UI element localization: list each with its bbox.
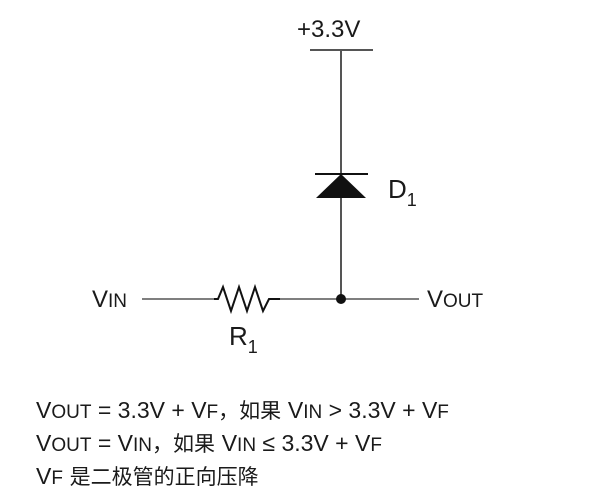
diode-label-sub: 1: [406, 190, 417, 210]
diode-label: D1: [388, 174, 417, 209]
eq1-vf-main: V: [191, 397, 207, 423]
eq2-vin-main: V: [117, 430, 134, 456]
eq1-vout-main: V: [36, 397, 52, 423]
junction-dot: [336, 294, 346, 304]
input-label-main: V: [92, 286, 109, 313]
eq3-vf-sc: F: [51, 468, 63, 489]
resistor-icon: [214, 283, 280, 315]
equation-line-1: VOUT = 3.3V + VF，如果 VIN > 3.3V + VF: [36, 397, 449, 423]
eq1-vin-sc: IN: [303, 402, 323, 423]
eq2-cond-vf-sc: F: [370, 435, 382, 456]
output-label: VOUT: [427, 288, 483, 312]
resistor-label-sub: 1: [247, 337, 258, 357]
eq1-sep: ，如果: [218, 399, 288, 423]
output-label-sc: OUT: [443, 291, 484, 312]
eq2-cond-vin-sc: IN: [237, 435, 257, 456]
equation-line-3: VF 是二极管的正向压降: [36, 463, 259, 489]
supply-label: +3.3V: [297, 16, 361, 43]
diode-label-main: D: [388, 174, 407, 204]
eq2-cond-vf-main: V: [354, 430, 371, 456]
eq1-cond-vf-main: V: [421, 397, 438, 423]
eq3-vf-main: V: [36, 463, 52, 489]
diode-icon: [316, 174, 366, 198]
input-label-sc: IN: [108, 291, 128, 312]
eq2-mid: =: [91, 430, 118, 456]
eq1-cond: > 3.3V +: [322, 397, 422, 423]
resistor-label-main: R: [229, 321, 248, 351]
eq1-mid: = 3.3V +: [91, 397, 192, 423]
equation-line-2: VOUT = VIN，如果 VIN ≤ 3.3V + VF: [36, 430, 382, 456]
input-label: VIN: [92, 288, 127, 312]
eq2-vin-sc: IN: [133, 435, 153, 456]
output-label-main: V: [427, 286, 444, 313]
eq1-vout-sc: OUT: [51, 402, 92, 423]
eq2-vout-main: V: [36, 430, 52, 456]
resistor-label: R1: [229, 321, 258, 356]
eq1-cond-vf-sc: F: [437, 402, 449, 423]
eq2-cond: ≤ 3.3V +: [256, 430, 355, 456]
eq2-vout-sc: OUT: [51, 435, 92, 456]
eq2-sep: ，如果: [152, 432, 222, 456]
eq1-vin-main: V: [287, 397, 304, 423]
eq3-description: 是二极管的正向压降: [62, 465, 259, 489]
eq1-vf-sc: F: [206, 402, 219, 423]
eq2-cond-vin-main: V: [221, 430, 238, 456]
